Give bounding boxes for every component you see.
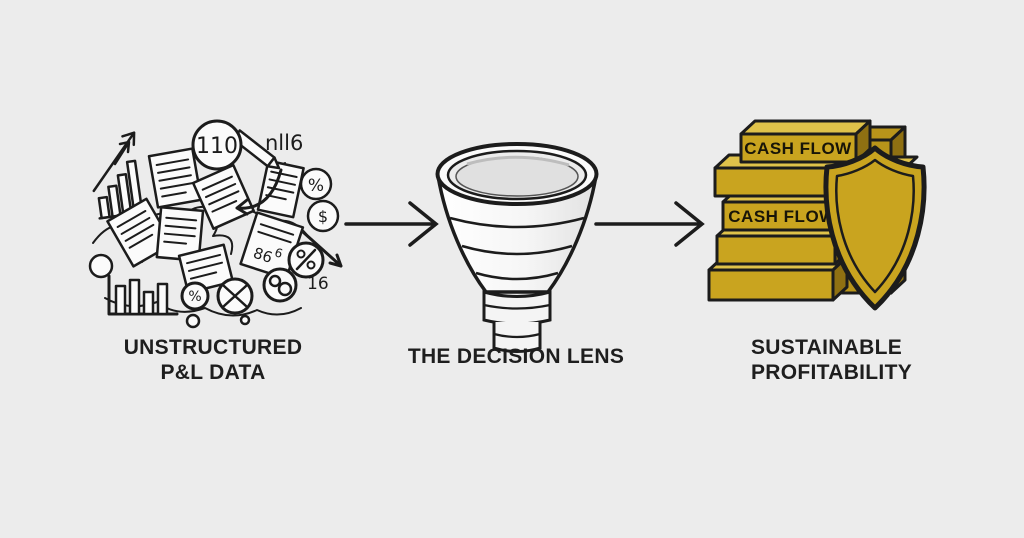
circled-number-text: 110 [196,134,238,159]
stage-label-line: SUSTAINABLE [751,336,903,359]
arrow-right-icon-1 [344,201,439,247]
stage-label-line: UNSTRUCTURED [123,336,303,359]
gold-bars-and-shield-icon: CASH FLOW CASH FLOW [707,119,927,311]
circled-number-doodle [191,119,243,171]
rising-bar-chart-doodle [92,131,151,220]
tally-text: nll6 [265,131,303,155]
stage-label-decision-lens: THE DECISION LENS [392,344,640,369]
doodle-pile-icon: 86 6 110 nll6 % $ [88,119,343,329]
shield-icon [823,145,927,311]
stage-label-line: PROFITABILITY [751,361,912,384]
svg-text:6: 6 [273,245,285,261]
axis-bar-chart-doodle [107,274,179,316]
svg-text:86: 86 [251,244,275,267]
stage-label-unstructured-data: UNSTRUCTURED P&L DATA [88,335,338,385]
percent-badge-text-2: % [188,289,201,305]
arrow-right-icon-2 [594,201,705,247]
dollar-badge-text: $ [318,207,328,226]
stage-label-line: THE DECISION LENS [407,345,625,368]
documents-doodle: 86 6 [106,147,305,295]
percent-badge-text: % [308,176,324,196]
count-text: 16 [307,274,329,294]
gold-bar-label-middle: CASH FLOW [728,207,836,226]
funnel-icon [435,142,599,353]
gold-bar-label-top: CASH FLOW [744,139,852,158]
stage-label-sustainable-profitability: SUSTAINABLE PROFITABILITY [751,335,912,385]
stage-label-line: P&L DATA [160,361,266,384]
